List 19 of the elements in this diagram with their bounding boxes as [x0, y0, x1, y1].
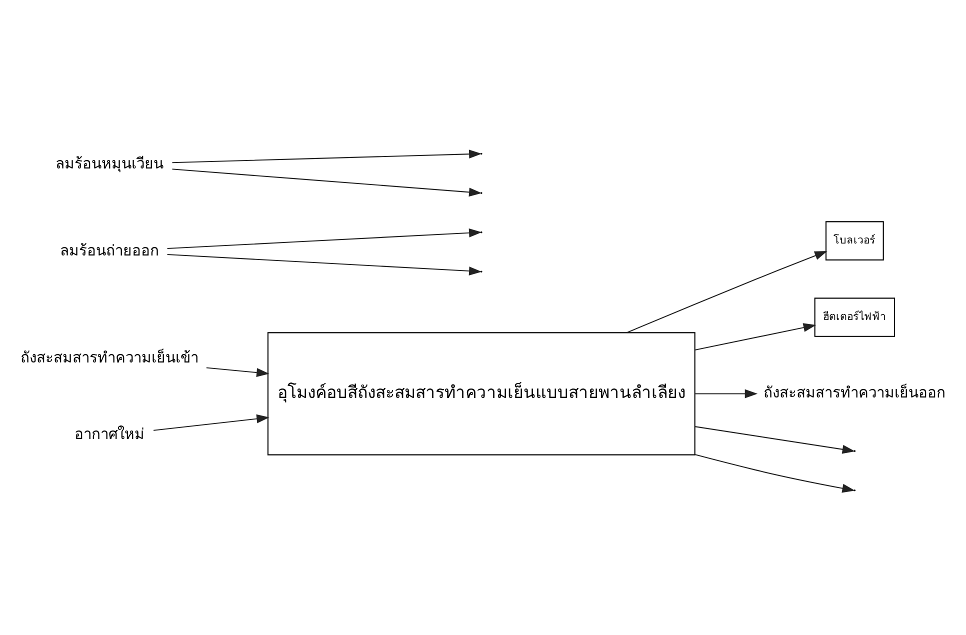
arrow	[694, 322, 816, 350]
node-box: ฮีตเตอร์ไฟฟ้า	[814, 297, 896, 336]
arrow	[694, 388, 758, 398]
arrow	[172, 149, 482, 163]
arrow	[172, 168, 482, 196]
node-text: ลมร้อนหมุนเวียน	[56, 154, 164, 172]
node-box: อุโมงค์อบสีถังสะสมสารทำความเย็นแบบสายพานลำเลียง	[267, 332, 696, 455]
arrow	[626, 250, 828, 333]
node-text: อากาศใหม่	[74, 424, 145, 443]
arrow	[167, 228, 482, 249]
node-text: ลมร้อนถ่ายออก	[60, 240, 160, 259]
node-box: โบลเวอร์	[825, 220, 884, 260]
arrow	[154, 414, 270, 430]
arrow	[694, 426, 856, 454]
node-text: ถังสะสมสารทำความเย็นออก	[764, 383, 946, 402]
arrow	[167, 254, 482, 275]
arrow	[694, 454, 856, 492]
arrow	[206, 366, 270, 376]
node-text: ถังสะสมสารทำความเย็นเข้า	[20, 348, 199, 366]
